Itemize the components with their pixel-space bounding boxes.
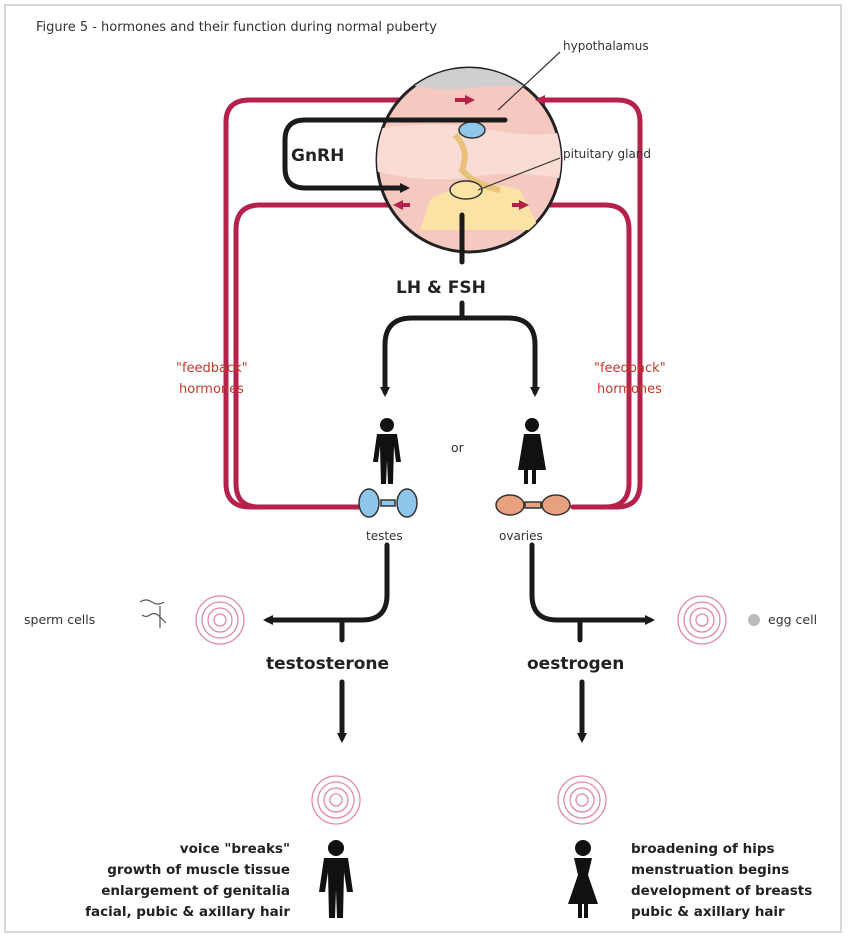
feedback-left-line1: "feedback" — [176, 361, 248, 376]
feedback-left-line2: hormones — [179, 382, 244, 397]
female-figure-icon — [518, 418, 546, 484]
target-circle-testes-icon — [195, 595, 245, 645]
feedback-outer-right — [542, 97, 643, 510]
target-circle-female-body-icon — [557, 775, 607, 825]
male-figure-icon — [373, 418, 401, 484]
sperm-cells-label: sperm cells — [24, 612, 95, 627]
pituitary-label: pituitary gland — [563, 147, 651, 161]
pituitary-pointer — [477, 157, 561, 191]
female-effect-item: menstruation begins — [631, 862, 789, 878]
male-adult-icon — [319, 840, 353, 918]
figure-title: Figure 5 - hormones and their function d… — [36, 20, 437, 35]
male-effect-item: enlargement of genitalia — [101, 883, 290, 899]
hypothalamus-label: hypothalamus — [563, 39, 649, 53]
hypothalamus-pointer — [497, 51, 561, 111]
feedback-loops — [223, 97, 643, 510]
egg-cell-icon — [748, 614, 760, 626]
sperm-cells-icon — [139, 599, 167, 628]
target-circle-male-body-icon — [311, 775, 361, 825]
main-flow — [263, 212, 655, 743]
egg-cell-label: egg cell — [768, 612, 817, 627]
lh-split-right — [459, 315, 540, 397]
female-adult-icon — [568, 840, 598, 918]
gnrh-label: GnRH — [291, 146, 344, 166]
testosterone-label: testosterone — [266, 654, 389, 674]
feedback-right-line1: "feedback" — [594, 361, 666, 376]
oestrogen-label: oestrogen — [527, 654, 624, 674]
male-effect-item: growth of muscle tissue — [107, 862, 290, 878]
or-label: or — [451, 440, 465, 455]
feedback-inner-right — [489, 202, 632, 510]
figure-frame — [4, 4, 842, 933]
female-effects-list: broadening of hips menstruation begins d… — [631, 841, 812, 920]
male-effect-item: voice "breaks" — [180, 841, 290, 857]
pointer-lines — [477, 51, 561, 191]
female-effect-item: pubic & axillary hair — [631, 904, 785, 920]
testes-label: testes — [366, 529, 403, 543]
testes-icon — [358, 488, 418, 518]
testes-down — [263, 542, 390, 625]
female-effect-item: broadening of hips — [631, 841, 775, 857]
female-effect-item: development of breasts — [631, 883, 812, 899]
lh-fsh-label: LH & FSH — [396, 278, 486, 298]
lh-split — [385, 300, 465, 392]
feedback-right-line2: hormones — [597, 382, 662, 397]
feedback-outer-left — [223, 97, 548, 510]
feedback-inner-left — [233, 202, 433, 510]
male-effect-item: facial, pubic & axillary hair — [85, 904, 290, 920]
gnrh-loop — [282, 117, 508, 193]
brain-circle — [375, 66, 563, 254]
ovaries-label: ovaries — [499, 529, 543, 543]
ovaries-down — [529, 542, 655, 625]
ovaries-icon — [495, 494, 571, 516]
male-effects-list: voice "breaks" growth of muscle tissue e… — [85, 841, 290, 920]
target-circle-ovaries-icon — [677, 595, 727, 645]
